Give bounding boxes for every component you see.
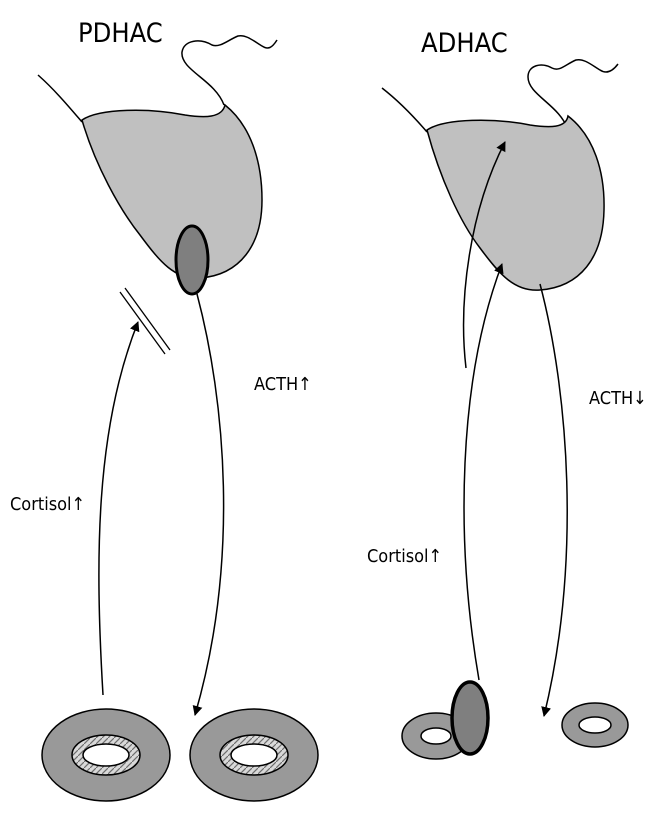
adhac-acth-arrow <box>540 284 567 716</box>
adhac-pituitary-gland <box>427 116 604 290</box>
pdhac-acth-label: ACTH↑ <box>254 374 312 395</box>
pdhac-cortisol-label: Cortisol↑ <box>10 494 85 515</box>
adhac-title: ADHAC <box>421 28 508 59</box>
adhac-cortisol-label: Cortisol↑ <box>367 546 442 567</box>
pdhac-stalk-right-line <box>182 36 277 105</box>
pdhac-adrenal-left <box>42 709 170 801</box>
pdhac-adrenal-right <box>190 709 318 801</box>
pdhac-pituitary-tumor <box>176 226 208 294</box>
adhac-stalk-left-line <box>382 88 427 132</box>
adhac-acth-label: ACTH↓ <box>589 388 647 409</box>
adhac-adrenal-right <box>562 703 628 747</box>
pdhac-pituitary-gland <box>82 105 262 278</box>
adhac-panel: ADHAC Cortisol↑ ACTH↓ <box>367 28 647 759</box>
pdhac-panel: PDHAC ACTH↑ Cortisol↑ <box>10 18 318 801</box>
adhac-cortisol-arrow-main <box>464 264 502 680</box>
pdhac-acth-arrow <box>195 294 224 715</box>
pdhac-feedback-block-line-2 <box>120 292 165 354</box>
pdhac-title: PDHAC <box>78 18 163 49</box>
adhac-adrenal-tumor <box>452 682 488 754</box>
pdhac-stalk-left-line <box>38 75 82 122</box>
pdhac-cortisol-arrow <box>99 322 138 695</box>
